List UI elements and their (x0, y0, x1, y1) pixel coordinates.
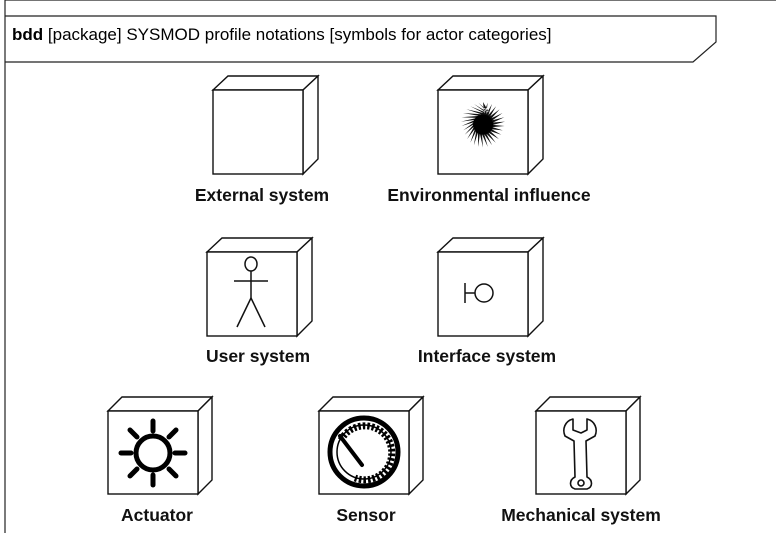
box-user-system (205, 236, 314, 338)
label-mechanical-system: Mechanical system (501, 505, 661, 525)
frame-title: bdd [package] SYSMOD profile notations [… (12, 25, 552, 45)
label-interface-system: Interface system (417, 346, 557, 366)
label-sensor: Sensor (336, 505, 396, 525)
box-external-system (211, 74, 320, 176)
sun-burst-icon (461, 102, 505, 148)
box-mechanical-system (534, 395, 642, 496)
frame-heading: [package] SYSMOD profile notations [symb… (47, 25, 552, 44)
label-environmental-influence: Environmental influence (387, 185, 591, 205)
box-sensor (317, 395, 425, 496)
stick-figure-icon (234, 256, 268, 328)
interface-socket-icon (464, 283, 494, 303)
gear-sun-icon (118, 418, 188, 488)
gauge-dial-icon (327, 415, 401, 489)
label-user-system: User system (205, 346, 311, 366)
frame-keyword: bdd (12, 25, 44, 44)
wrench-icon (563, 418, 597, 490)
box-actuator (106, 395, 214, 496)
box-interface-system (436, 236, 545, 338)
diagram-frame (4, 0, 776, 533)
label-actuator: Actuator (121, 505, 193, 525)
label-external-system: External system (194, 185, 330, 205)
